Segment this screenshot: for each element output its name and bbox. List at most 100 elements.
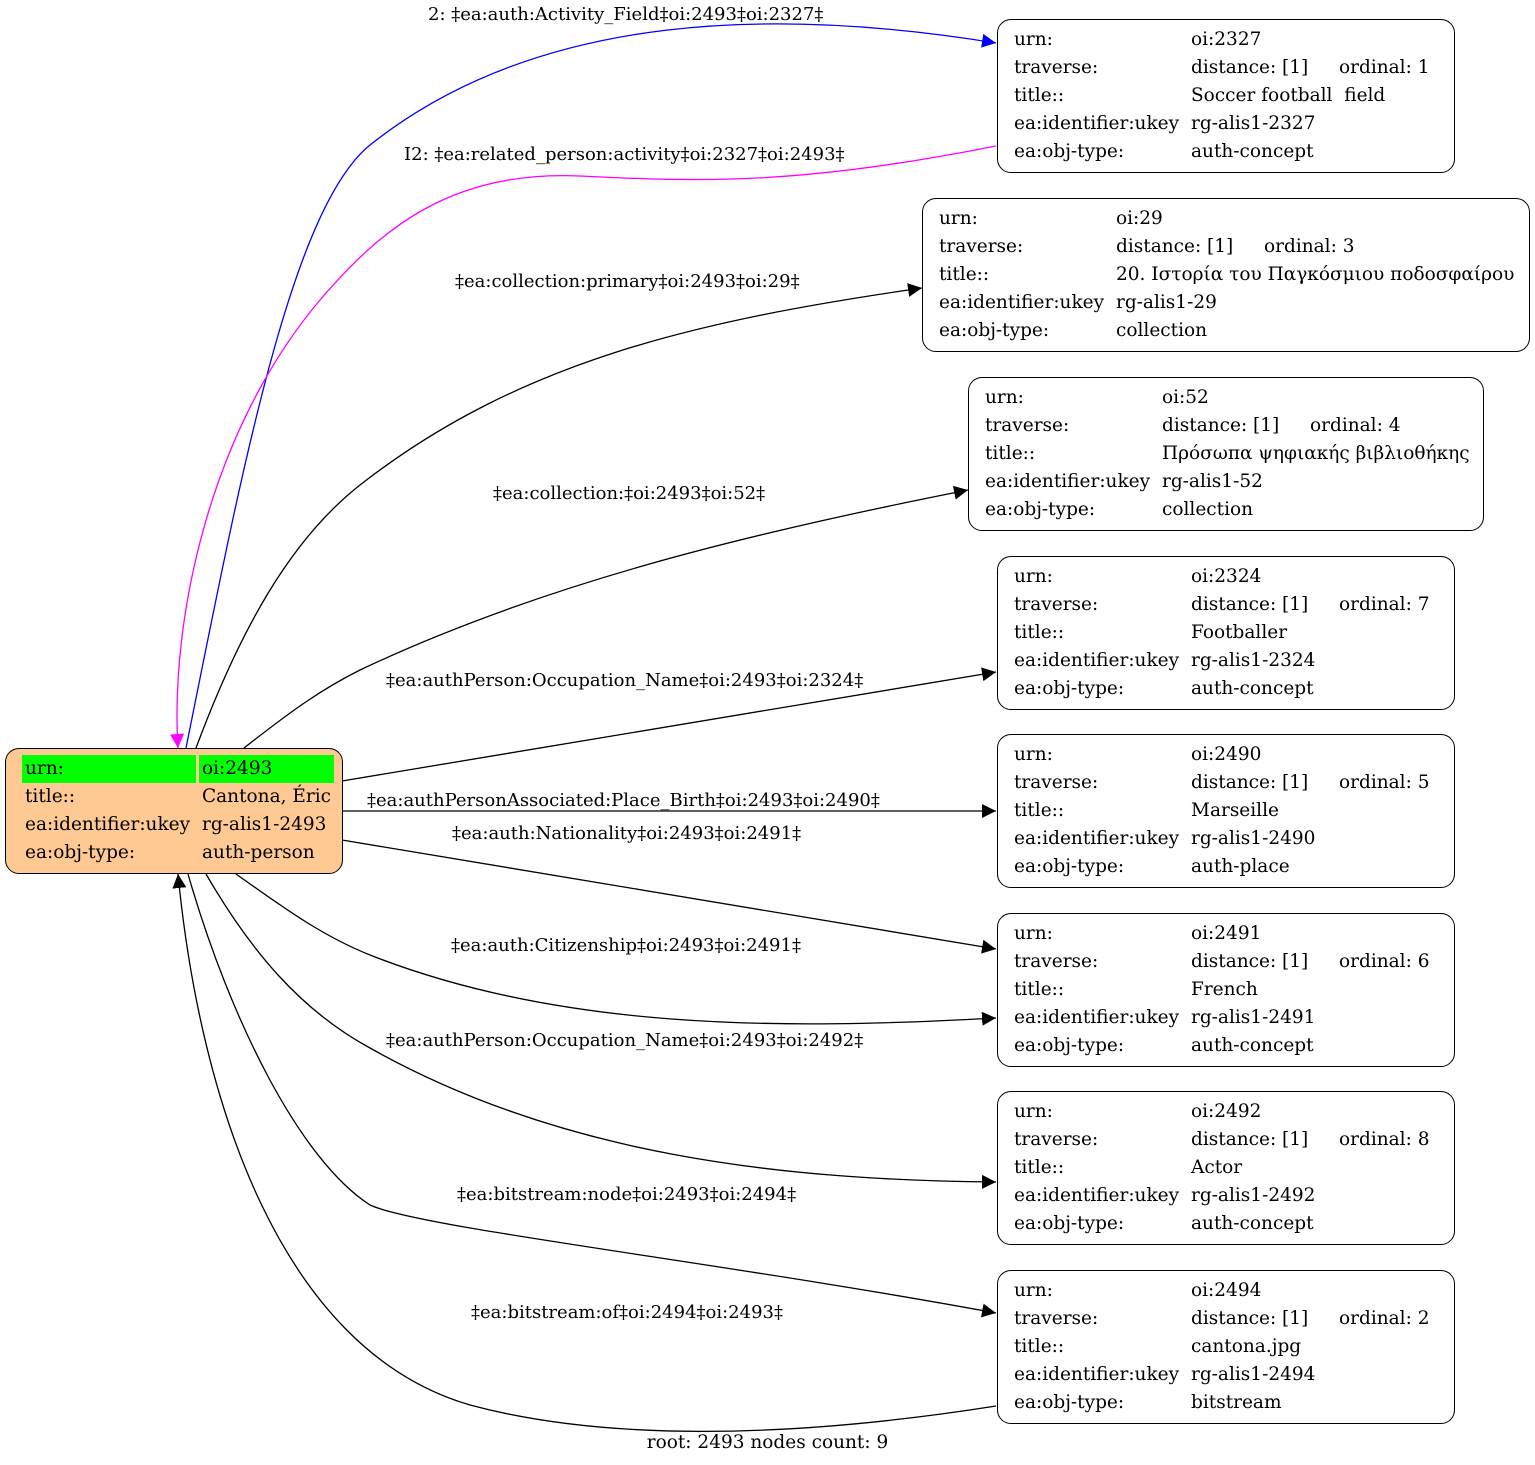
node-key-title: title:: (1014, 1157, 1065, 1178)
node-row-obj-type: ea:obj-type:auth-concept (1011, 1032, 1433, 1060)
node-obj-type: auth-place (1191, 856, 1290, 877)
node-row-urn: urn: oi:2494 (1011, 1277, 1433, 1305)
node-row-title: title::Πρόσωπα ψηφιακής βιβλιοθήκης (982, 440, 1473, 468)
edge-label-related-person: I2: ‡ea:related_person:activity‡oi:2327‡… (404, 144, 845, 165)
root-key-urn: urn: (22, 755, 196, 783)
node-distance: distance: [1] (1191, 57, 1309, 78)
node-key-urn: urn: (939, 208, 978, 229)
node-key-traverse: traverse: (939, 236, 1024, 257)
node-row-urn: urn:oi:2327 (1011, 26, 1433, 54)
node-row-traverse: traverse:distance: [1]ordinal: 1 (1011, 54, 1433, 82)
node-2490[interactable]: urn:oi:2490 traverse:distance: [1]ordina… (997, 734, 1455, 888)
node-row-urn: urn: oi:29 (936, 205, 1517, 233)
edge-label-occupation-2492: ‡ea:authPerson:Occupation_Name‡oi:2493‡o… (386, 1030, 863, 1051)
node-obj-type: auth-concept (1191, 678, 1314, 699)
node-key-traverse: traverse: (1014, 1129, 1099, 1150)
node-row-traverse: traverse:distance: [1]ordinal: 2 (1011, 1305, 1433, 1333)
node-2491[interactable]: urn:oi:2491 traverse:distance: [1]ordina… (997, 913, 1455, 1067)
node-obj-type: collection (1162, 499, 1254, 520)
root-value-urn: oi:2493 (199, 755, 335, 783)
node-key-title: title:: (939, 264, 990, 285)
node-key-title: title:: (1014, 979, 1065, 1000)
node-ordinal: ordinal: 4 (1310, 415, 1401, 436)
node-table: urn:oi:2324 traverse:distance: [1]ordina… (1008, 563, 1436, 703)
node-traverse: distance: [1]ordinal: 6 (1188, 948, 1433, 976)
node-title: Footballer (1191, 622, 1288, 643)
node-table: urn:oi:2491 traverse:distance: [1]ordina… (1008, 920, 1436, 1060)
node-key-ukey: ea:identifier:ukey (939, 292, 1105, 313)
node-distance: distance: [1] (1191, 772, 1309, 793)
node-key-traverse: traverse: (1014, 57, 1099, 78)
node-row-traverse: traverse:distance: [1]ordinal: 8 (1011, 1126, 1433, 1154)
root-row-obj-type: ea:obj-type: auth-person (22, 839, 334, 867)
edge-nationality (341, 839, 997, 954)
node-title: Πρόσωπα ψηφιακής βιβλιοθήκης (1162, 443, 1470, 464)
node-row-traverse: traverse:distance: [1]ordinal: 4 (982, 412, 1473, 440)
node-key-title: title:: (1014, 622, 1065, 643)
node-key-urn: urn: (1014, 29, 1053, 50)
node-2494[interactable]: urn: oi:2494 traverse:distance: [1]ordina… (997, 1270, 1455, 1424)
node-ordinal: ordinal: 3 (1264, 236, 1355, 257)
node-urn: oi:29 (1116, 208, 1163, 229)
edge-activity-field (185, 23, 997, 749)
node-2327[interactable]: urn:oi:2327 traverse:distance: [1]ordina… (997, 19, 1455, 173)
node-ukey: rg-alis1-2494 (1191, 1364, 1316, 1385)
node-urn: oi:2492 (1191, 1101, 1262, 1122)
node-2492[interactable]: urn: oi:2492 traverse:distance: [1]ordina… (997, 1091, 1455, 1245)
node-row-traverse: traverse: distance: [1]ordinal: 6 (1011, 948, 1433, 976)
node-ordinal: ordinal: 2 (1339, 1308, 1430, 1329)
edge-label-place-birth: ‡ea:authPersonAssociated:Place_Birth‡oi:… (367, 790, 880, 811)
node-row-traverse: traverse:distance: [1]ordinal: 5 (1011, 769, 1433, 797)
node-row-urn: urn: oi:2492 (1011, 1098, 1433, 1126)
node-52[interactable]: urn: oi:52 traverse:distance: [1]ordinal:… (968, 377, 1484, 531)
node-key-urn: urn: (1014, 1280, 1053, 1301)
node-key-urn: urn: (1014, 1101, 1053, 1122)
root-key-title: title:: (25, 786, 76, 807)
node-row-traverse: traverse: distance: [1] ordinal: 3 (936, 233, 1517, 261)
edge-label-collection: ‡ea:collection:‡oi:2493‡oi:52‡ (493, 483, 765, 504)
edge-label-collection-primary: ‡ea:collection:primary‡oi:2493‡oi:29‡ (455, 271, 800, 292)
node-urn: oi:52 (1162, 387, 1209, 408)
node-table: urn: oi:29 traverse: distance: [1] ordinal:… (933, 205, 1520, 345)
node-key-traverse: traverse: (1014, 951, 1099, 972)
node-29[interactable]: urn: oi:29 traverse: distance: [1] ordinal:… (922, 198, 1530, 352)
edge-collection (243, 485, 969, 749)
node-obj-type: auth-concept (1191, 1035, 1314, 1056)
node-key-ukey: ea:identifier:ukey (1014, 1007, 1180, 1028)
node-table: urn: oi:2492 traverse:distance: [1]ordina… (1008, 1098, 1436, 1238)
node-key-title: title:: (985, 443, 1036, 464)
node-ordinal: ordinal: 5 (1339, 772, 1430, 793)
node-urn: oi:2494 (1191, 1280, 1262, 1301)
node-row-urn: urn:oi:2324 (1011, 563, 1433, 591)
node-ukey: rg-alis1-2492 (1191, 1185, 1316, 1206)
edge-label-occupation-2324: ‡ea:authPerson:Occupation_Name‡oi:2493‡o… (386, 670, 863, 691)
node-traverse: distance: [1]ordinal: 4 (1159, 412, 1473, 440)
node-key-traverse: traverse: (1014, 1308, 1099, 1329)
root-row-urn: urn: oi:2493 (22, 755, 335, 783)
node-traverse: distance: [1] ordinal: 5 (1188, 769, 1433, 797)
node-title: Marseille (1191, 800, 1279, 821)
node-distance: distance: [1] (1191, 594, 1309, 615)
node-key-urn: urn: (985, 387, 1024, 408)
node-row-obj-type: ea:obj-type:bitstream (1011, 1389, 1433, 1417)
node-key-ukey: ea:identifier:ukey (1014, 650, 1180, 671)
node-row-title: title::Soccer football field (1011, 82, 1433, 110)
node-obj-type: auth-concept (1191, 1213, 1314, 1234)
node-key-obj-type: ea:obj-type: (1014, 1213, 1125, 1234)
node-urn: oi:2491 (1191, 923, 1262, 944)
node-row-urn: urn: oi:52 (982, 384, 1473, 412)
node-row-obj-type: ea:obj-type:collection (936, 317, 1517, 345)
root-key-obj-type: ea:obj-type: (25, 842, 136, 863)
root-value-ukey: rg-alis1-2493 (202, 814, 327, 835)
node-distance: distance: [1] (1116, 236, 1234, 257)
node-key-obj-type: ea:obj-type: (939, 320, 1050, 341)
node-2324[interactable]: urn:oi:2324 traverse:distance: [1]ordina… (997, 556, 1455, 710)
node-key-ukey: ea:identifier:ukey (1014, 113, 1180, 134)
node-ukey: rg-alis1-2327 (1191, 113, 1316, 134)
node-table: urn: oi:2494 traverse:distance: [1]ordina… (1008, 1277, 1436, 1417)
node-row-ukey: ea:identifier:ukey rg-alis1-2327 (1011, 110, 1433, 138)
root-node[interactable]: urn: oi:2493 title:: Cantona, Éric ea:id… (5, 748, 343, 874)
edge-label-activity-field: 2: ‡ea:auth:Activity_Field‡oi:2493‡oi:23… (428, 4, 823, 25)
